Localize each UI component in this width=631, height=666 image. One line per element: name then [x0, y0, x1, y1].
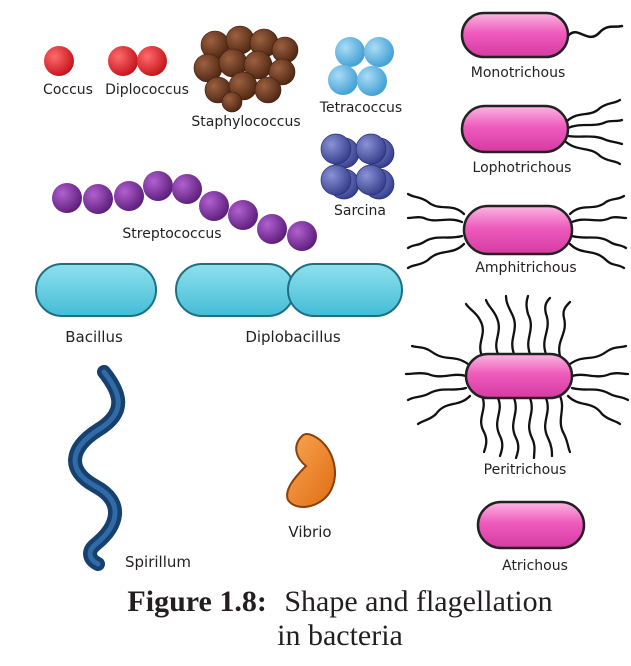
tetracoccus-illustration: [328, 37, 394, 96]
diplobacillus-label: Diplobacillus: [245, 328, 341, 346]
staphylococcus-illustration: [193, 25, 299, 113]
figure-title-line1: Shape and flagellation: [284, 585, 552, 618]
bacillus-illustration: [35, 263, 157, 317]
amphitrichous-label: Amphitrichous: [475, 260, 576, 276]
vibrio-illustration: [286, 432, 336, 508]
atrichous-label: Atrichous: [502, 558, 568, 574]
monotrichous-illustration: [460, 11, 624, 59]
amphitrichous-illustration: [406, 192, 628, 270]
sarcina-illustration: [320, 133, 395, 200]
bacillus-label: Bacillus: [65, 328, 123, 346]
diplococcus-illustration: [108, 46, 167, 76]
diplococcus-label: Diplococcus: [105, 82, 189, 98]
staphylococcus-label: Staphylococcus: [191, 114, 300, 130]
sarcina-label: Sarcina: [334, 203, 386, 219]
vibrio-label: Vibrio: [288, 523, 331, 541]
spirillum-illustration: [68, 365, 126, 571]
diplobacillus-illustration: [175, 263, 403, 317]
peritrichous-label: Peritrichous: [484, 462, 567, 478]
figure-number: Figure 1.8:: [127, 585, 266, 618]
lophotrichous-label: Lophotrichous: [473, 160, 572, 176]
coccus-illustration: [44, 46, 74, 76]
peritrichous-cell: [464, 352, 574, 400]
tetracoccus-label: Tetracoccus: [319, 100, 402, 116]
amphitrichous-cell: [462, 204, 574, 256]
monotrichous-label: Monotrichous: [471, 65, 566, 81]
atrichous-illustration: [476, 500, 586, 550]
streptococcus-label: Streptococcus: [122, 226, 221, 242]
streptococcus-illustration: [52, 171, 317, 251]
coccus-label: Coccus: [43, 82, 93, 98]
peritrichous-flagella: [404, 294, 630, 460]
lophotrichous-illustration: [564, 98, 624, 166]
figure-caption-line1: Figure 1.8: Shape and flagellation: [127, 585, 552, 618]
figure-title-line2: in bacteria: [277, 619, 403, 652]
spirillum-label: Spirillum: [125, 553, 191, 571]
lophotrichous-cell: [460, 104, 570, 154]
